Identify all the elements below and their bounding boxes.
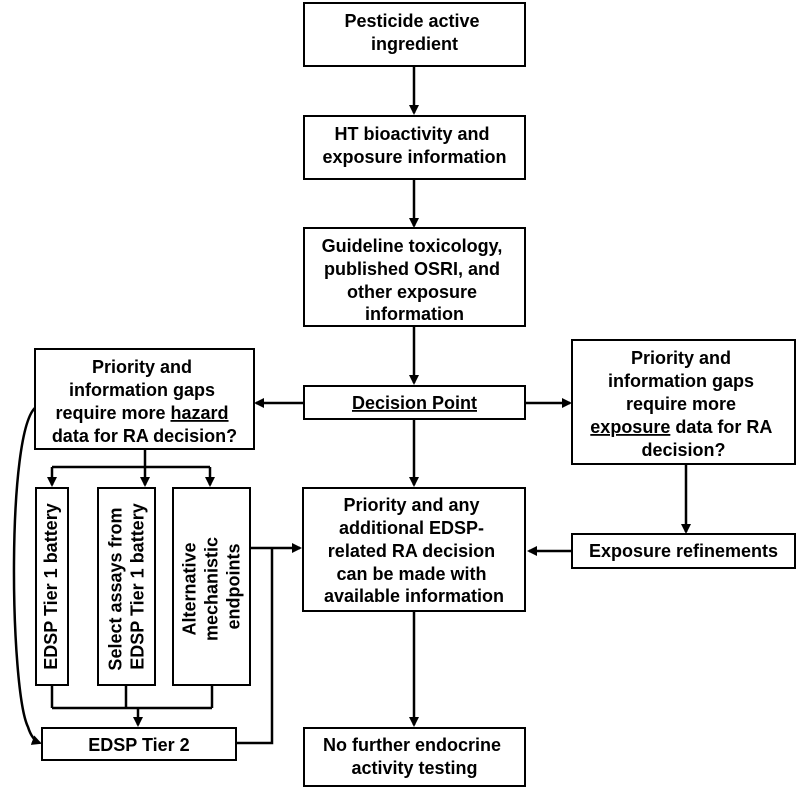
node-hazard-gap: Priority and information gaps require mo…: [34, 348, 255, 450]
svg-text:Select assays from EDSP: Select assays from EDSP Tier 1 battery: [106, 502, 148, 670]
node-no-further-testing: No further endocrine activity testing: [303, 727, 526, 787]
alt-line-1: Alternative: [180, 542, 200, 635]
priority-line-3: related RA decision: [328, 541, 495, 561]
select-line-1: Select assays from: [106, 507, 126, 670]
tier2-label: EDSP Tier 2: [88, 735, 189, 755]
exposure-line-2: information gaps: [608, 371, 754, 391]
hazard-line-4: data for RA decision?: [52, 426, 237, 446]
select-line-2: EDSP Tier 1 battery: [128, 503, 148, 669]
connectors: [12, 67, 691, 745]
priority-line-1: Priority and any: [343, 495, 479, 515]
node-exposure-gap: Priority and information gaps require mo…: [571, 339, 796, 465]
node-decision-point: Decision Point: [303, 385, 526, 420]
nofurther-line-2: activity testing: [351, 758, 477, 778]
ht-line-2: exposure information: [322, 147, 506, 167]
nofurther-line-1: No further endocrine: [323, 735, 501, 755]
node-ht-bioactivity: HT bioactivity and exposure information: [303, 115, 526, 180]
guideline-line-2: published OSRI, and: [324, 259, 500, 279]
priority-line-5: available information: [324, 586, 504, 606]
node-priority-decision: Priority and any additional EDSP- relate…: [302, 487, 526, 612]
alt-line-3: endpoints: [224, 544, 244, 630]
guideline-line-4: information: [365, 304, 464, 324]
svg-text:EDSP Tier 1 battery: EDSP Tier 1 battery: [41, 503, 61, 669]
node-guideline: Guideline toxicology, published OSRI, an…: [303, 227, 526, 327]
pesticide-line-2: ingredient: [371, 34, 458, 54]
priority-line-2: additional EDSP-: [339, 518, 484, 538]
node-edsp-tier2: EDSP Tier 2: [41, 727, 237, 761]
hazard-line-1: Priority and: [92, 357, 192, 377]
node-select-assays: Select assays from EDSP Tier 1 battery: [97, 487, 156, 686]
exposure-line-3: require more: [626, 394, 736, 414]
arrow-hazard-bypass-to-tier2: [12, 406, 42, 745]
decision-point-label: Decision Point: [352, 393, 477, 413]
guideline-line-1: Guideline toxicology,: [322, 236, 503, 256]
ht-line-1: HT bioactivity and: [334, 124, 489, 144]
exposure-line-4-post: data for RA: [670, 417, 772, 437]
exposure-line-1: Priority and: [631, 348, 731, 368]
node-pesticide: Pesticide active ingredient: [303, 2, 526, 67]
alt-line-2: mechanistic: [202, 537, 222, 641]
priority-line-4: can be made with: [336, 564, 486, 584]
node-alternative-endpoints: Alternative mechanistic endpoints: [172, 487, 251, 686]
node-edsp-tier1: EDSP Tier 1 battery: [35, 487, 69, 686]
exposure-emphasis: exposure: [590, 417, 670, 437]
hazard-line-3-pre: require more: [55, 403, 170, 423]
hazard-emphasis: hazard: [171, 403, 229, 423]
svg-text:Priority and information: Priority and information gaps require mo…: [52, 357, 237, 446]
svg-text:Exposure refinements: Exposure refinements: [589, 541, 778, 561]
svg-text:Pesticide active ingredi: Pesticide active ingredient: [344, 11, 484, 54]
svg-text:HT bioactivity and expos: HT bioactivity and exposure information: [322, 124, 506, 167]
svg-text:Decision Point: Decision Point: [352, 393, 477, 413]
pesticide-line-1: Pesticide active: [344, 11, 479, 31]
refinements-label: Exposure refinements: [589, 541, 778, 561]
svg-text:No further endocrine act: No further endocrine activity testing: [323, 735, 506, 778]
svg-text:Priority and information: Priority and information gaps require mo…: [590, 348, 776, 460]
connector-tier2-right: [237, 548, 274, 745]
tier1-label: EDSP Tier 1 battery: [41, 503, 61, 669]
svg-text:Priority and any additio: Priority and any additional EDSP- relate…: [324, 495, 504, 606]
svg-text:EDSP Tier 2: EDSP Tier 2: [88, 735, 189, 755]
hazard-line-2: information gaps: [69, 380, 215, 400]
svg-text:Alternative mechanistic: Alternative mechanistic endpoints: [180, 532, 244, 641]
guideline-line-3: other exposure: [347, 282, 477, 302]
exposure-line-5: decision?: [641, 440, 725, 460]
svg-text:Guideline toxicology, pu: Guideline toxicology, published OSRI, an…: [322, 236, 508, 324]
node-exposure-refinements: Exposure refinements: [571, 533, 796, 569]
